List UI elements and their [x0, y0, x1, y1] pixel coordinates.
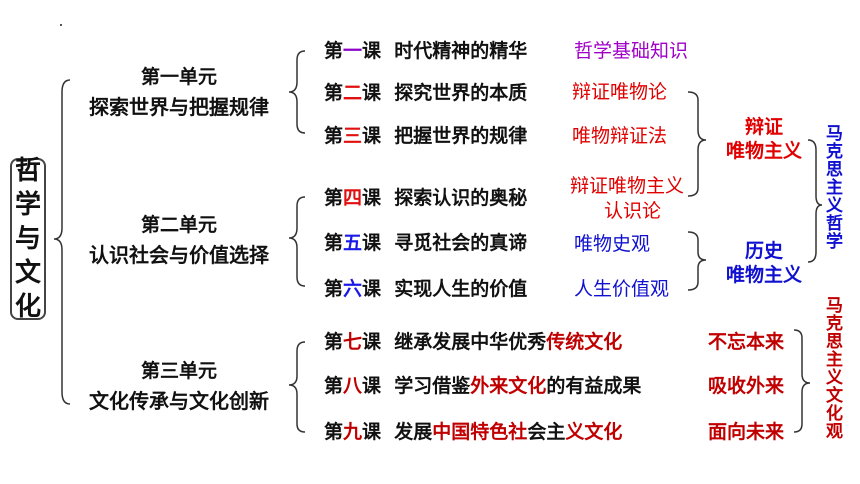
lesson-suffix: 课	[362, 421, 382, 443]
lesson-title-highlight: 传统文化	[546, 331, 623, 353]
lesson-number: 六	[343, 278, 363, 300]
unit-3: 第三单元 文化传承与文化创新	[74, 356, 284, 416]
root-char: 学	[14, 190, 41, 220]
group-line: 唯物主义	[725, 264, 802, 286]
spirit-absorb-foreign: 吸收外来	[708, 375, 785, 397]
marxist-culture-label: 马克思主义文化观	[822, 296, 842, 440]
lesson-suffix: 课	[362, 187, 382, 209]
lesson-9: 第九课 发展中国特色社会主义文化	[324, 420, 622, 444]
marxist-philosophy-label: 马克思主义哲学	[822, 124, 842, 250]
unit-1: 第一单元 探索世界与把握规律	[74, 62, 284, 122]
lesson-title: 实现人生的价值	[394, 278, 528, 300]
lesson-8: 第八课 学习借鉴外来文化的有益成果	[324, 374, 641, 398]
group-line: 历史	[744, 240, 783, 262]
unit-title: 第三单元	[140, 360, 217, 382]
note-dialectical-materialism: 辩证唯物主义	[570, 175, 685, 197]
lesson-prefix: 第	[324, 278, 344, 300]
root-char: 与	[14, 224, 41, 254]
lesson-number: 五	[343, 232, 363, 254]
unit-name: 认识社会与价值选择	[89, 243, 269, 267]
lesson-suffix: 课	[362, 278, 382, 300]
root-char: 文	[14, 258, 41, 288]
note-dialectical-ontology: 辩证唯物论	[572, 81, 668, 103]
lesson-suffix: 课	[362, 331, 382, 353]
lesson-title-part: 的有益成果	[546, 375, 642, 397]
unit-name: 探索世界与把握规律	[89, 95, 269, 119]
lesson-number: 九	[343, 421, 363, 443]
spirit-not-forget-origin: 不忘本来	[708, 331, 785, 353]
lesson-7: 第七课 继承发展中华优秀传统文化	[324, 330, 622, 354]
root-char: 化	[14, 292, 41, 322]
group-line: 辩证	[744, 116, 783, 138]
lesson-prefix: 第	[324, 331, 344, 353]
lesson-suffix: 课	[362, 82, 382, 104]
lesson-5: 第五课 寻觅社会的真谛	[324, 231, 527, 255]
lesson-1: 第一课 时代精神的精华	[324, 39, 527, 63]
lesson-suffix: 课	[362, 125, 382, 147]
lesson-number: 三	[343, 125, 363, 147]
root-char: 哲	[14, 156, 41, 186]
lesson-prefix: 第	[324, 187, 344, 209]
lesson-prefix: 第	[324, 421, 344, 443]
lesson-prefix: 第	[324, 375, 344, 397]
group-line: 唯物主义	[725, 140, 802, 162]
note-materialist-dialectics: 唯物辩证法	[572, 125, 668, 147]
lesson-number: 一	[343, 40, 363, 62]
group-dialectical-materialism: 辩证 唯物主义	[718, 115, 810, 163]
lesson-title: 探究世界的本质	[394, 82, 528, 104]
lesson-3: 第三课 把握世界的规律	[324, 124, 527, 148]
lesson-2: 第二课 探究世界的本质	[324, 81, 527, 105]
note-life-values: 人生价值观	[574, 278, 670, 300]
lesson-suffix: 课	[362, 375, 382, 397]
lesson-title-part: 会主	[527, 421, 566, 443]
unit-2: 第二单元 认识社会与价值选择	[74, 210, 284, 270]
lesson-number: 八	[343, 375, 363, 397]
lesson-title-highlight: 中国特色社	[432, 421, 528, 443]
unit-title: 第一单元	[140, 66, 217, 88]
group-historical-materialism: 历史 唯物主义	[718, 239, 810, 287]
lesson-title-highlight: 外来文化	[470, 375, 547, 397]
lesson-prefix: 第	[324, 232, 344, 254]
spirit-face-future: 面向未来	[708, 421, 785, 443]
lesson-prefix: 第	[324, 82, 344, 104]
top-dot	[60, 24, 62, 26]
root-topic-box: 哲 学 与 文 化	[10, 156, 46, 322]
note-philosophy-basics: 哲学基础知识	[574, 40, 689, 62]
lesson-title-part: 学习借鉴	[394, 375, 471, 397]
note-historical-materialism: 唯物史观	[574, 233, 651, 255]
lesson-title: 把握世界的规律	[394, 125, 528, 147]
lesson-6: 第六课 实现人生的价值	[324, 277, 527, 301]
lesson-prefix: 第	[324, 40, 344, 62]
lesson-title-part: 继承发展中华优秀	[394, 331, 547, 353]
lesson-number: 四	[343, 187, 363, 209]
lesson-title: 时代精神的精华	[394, 40, 528, 62]
unit-title: 第二单元	[140, 214, 217, 236]
unit-name: 文化传承与文化创新	[89, 389, 269, 413]
lesson-prefix: 第	[324, 125, 344, 147]
lesson-suffix: 课	[362, 232, 382, 254]
lesson-title: 寻觅社会的真谛	[394, 232, 528, 254]
note-epistemology: 认识论	[604, 200, 662, 222]
lesson-number: 七	[343, 331, 363, 353]
lesson-suffix: 课	[362, 40, 382, 62]
lesson-4: 第四课 探索认识的奥秘	[324, 186, 527, 210]
lesson-title-highlight: 义文化	[565, 421, 623, 443]
lesson-number: 二	[343, 82, 363, 104]
lesson-title-part: 发展	[394, 421, 433, 443]
lesson-title: 探索认识的奥秘	[394, 187, 528, 209]
